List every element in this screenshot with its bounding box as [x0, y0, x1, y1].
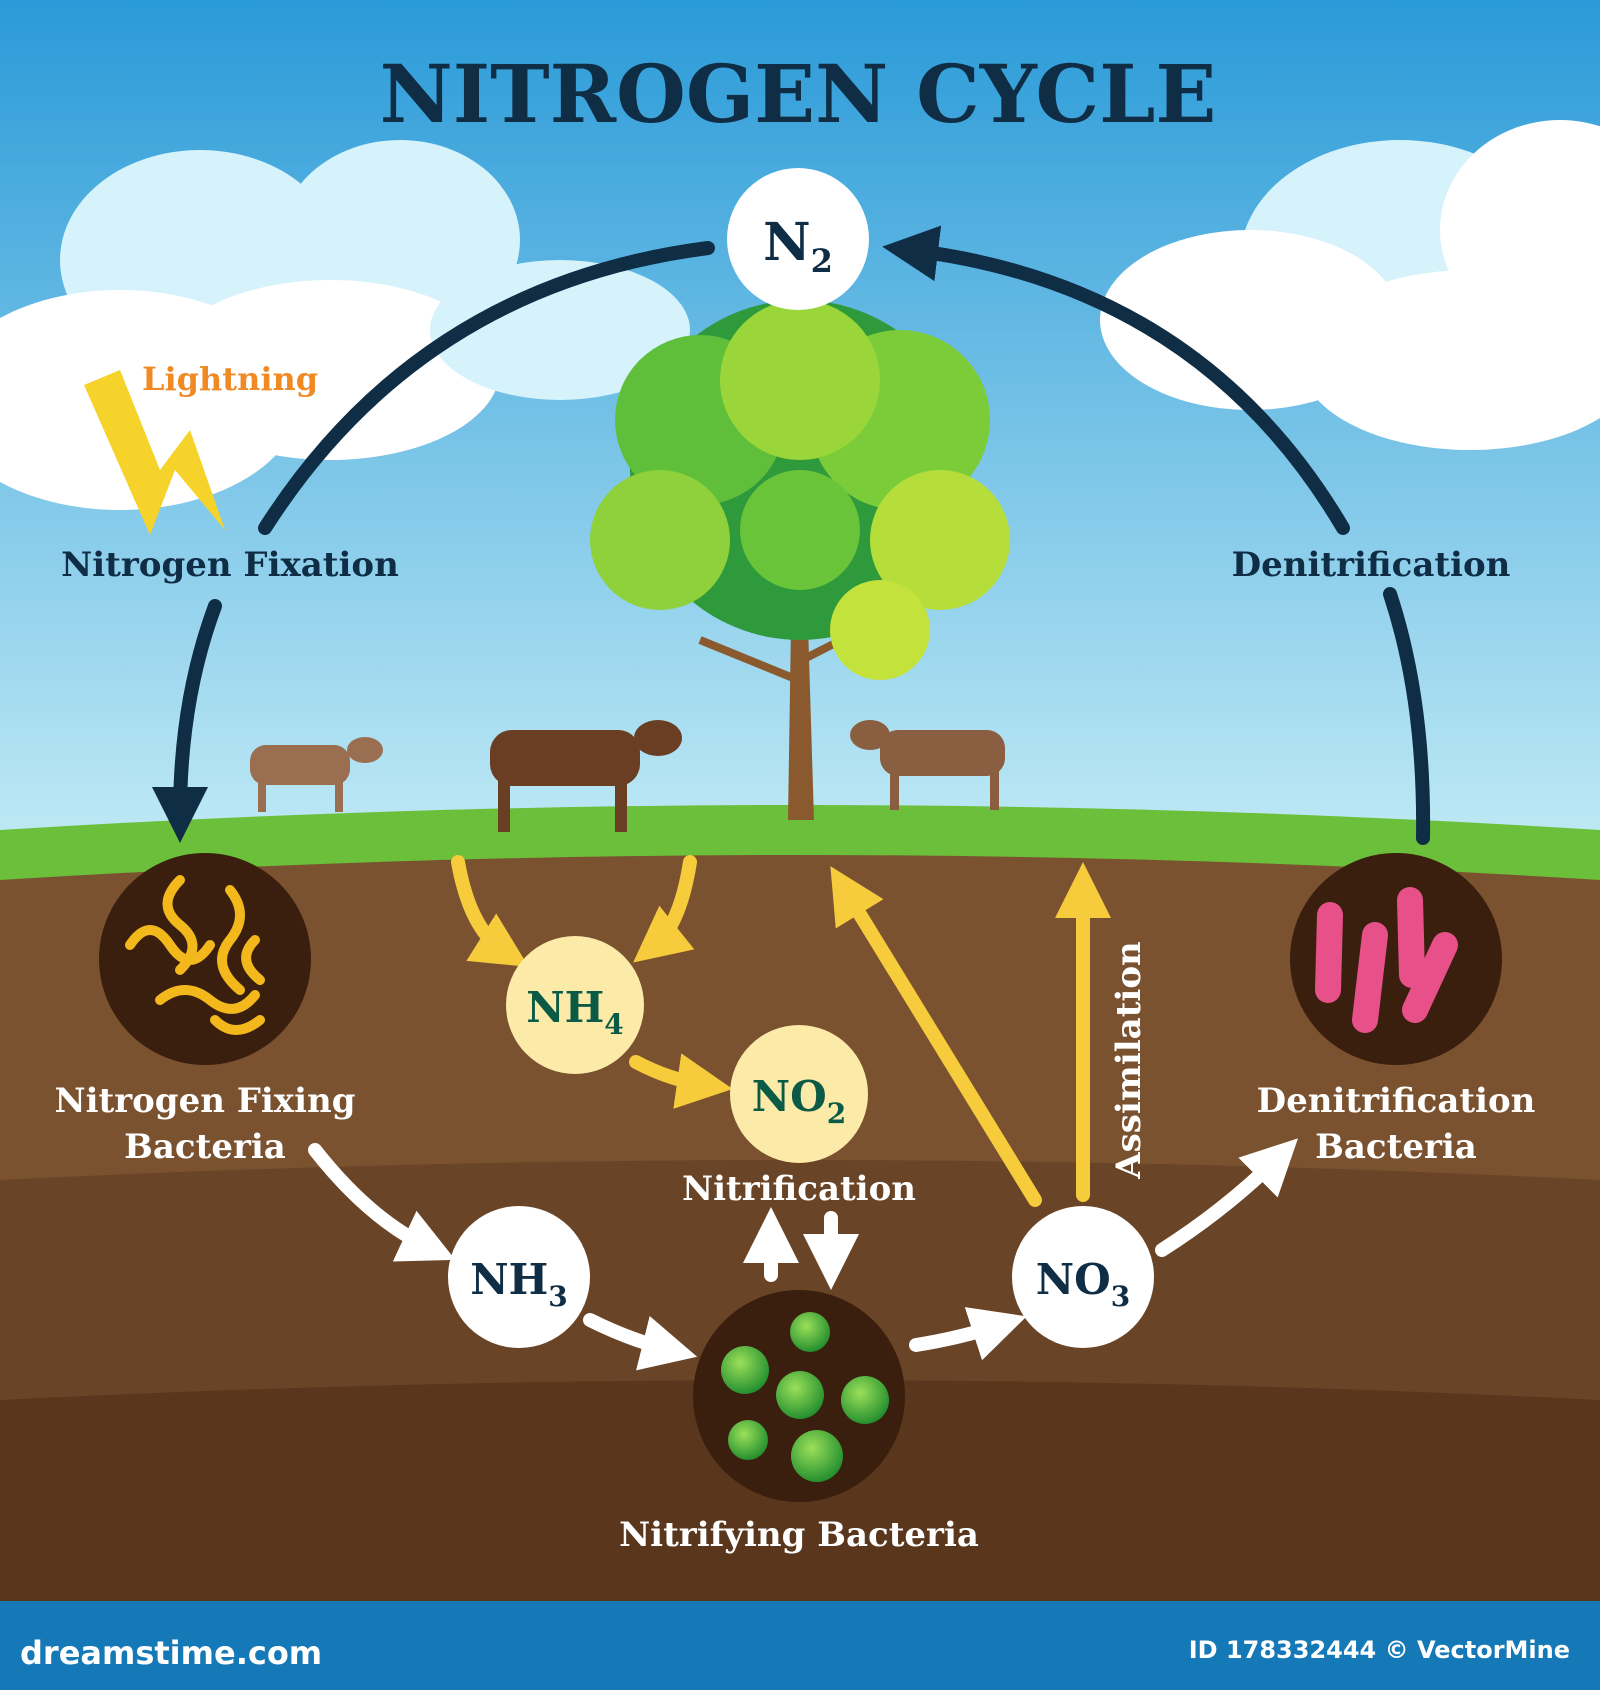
- arrow-nh3-to-nitrifying: [583, 1313, 698, 1371]
- arrow-nfb-to-nh3: [308, 1143, 456, 1262]
- denitrification-bacteria-icon: [1290, 853, 1502, 1065]
- page-title: NITROGEN CYCLE: [380, 47, 1217, 141]
- lightning-bolt-icon: [84, 370, 225, 535]
- label-lightning: Lightning: [142, 360, 318, 398]
- label-nitrogen-fixation: Nitrogen Fixation: [61, 545, 399, 585]
- footer-credit: ID 178332444 © VectorMine: [1189, 1636, 1570, 1664]
- cow-right: [850, 720, 1005, 810]
- svg-text:NH3: NH3: [470, 1255, 568, 1313]
- arrow-bacteria-to-denitrification: [1383, 587, 1431, 845]
- nitrogen-fixing-bacteria-icon: [99, 853, 311, 1065]
- node-nh4: NH4: [506, 936, 644, 1074]
- arrow-no3-to-denitrification-bacteria: [1155, 1138, 1298, 1257]
- arrow-fixation-to-n2: [258, 241, 715, 535]
- cloud-left: [0, 140, 690, 510]
- footer-site: dreamstime.com: [20, 1634, 322, 1672]
- arrow-to-nh4-left: [451, 855, 529, 967]
- footer-bar: [0, 1601, 1600, 1690]
- label-nitrification: Nitrification: [682, 1169, 916, 1209]
- label-db-line1: Denitrification: [1257, 1081, 1536, 1121]
- label-db-line2: Bacteria: [1315, 1127, 1477, 1167]
- node-nh3: NH3: [448, 1206, 590, 1348]
- svg-text:NH4: NH4: [526, 983, 624, 1041]
- node-no3: NO3: [1012, 1206, 1154, 1348]
- cow-left: [250, 737, 383, 812]
- arrow-nitrifying-to-no3: [909, 1307, 1027, 1361]
- svg-text:NO2: NO2: [752, 1072, 846, 1130]
- label-nfb-line2: Bacteria: [124, 1127, 286, 1167]
- node-n2: N2: [727, 168, 869, 310]
- nitrifying-bacteria-icon: [693, 1290, 905, 1502]
- arrow-denitrification-to-n2: [882, 225, 1350, 535]
- svg-text:NO3: NO3: [1036, 1255, 1130, 1313]
- label-nitrifying-bacteria: Nitrifying Bacteria: [619, 1515, 979, 1555]
- label-nfb-line1: Nitrogen Fixing: [55, 1081, 356, 1121]
- svg-text:N2: N2: [763, 212, 833, 280]
- white-arrows: [308, 1138, 1298, 1371]
- label-denitrification: Denitrification: [1232, 545, 1511, 585]
- arrow-no3-to-tree: [830, 866, 1042, 1207]
- node-no2: NO2: [730, 1025, 868, 1163]
- arrow-nh4-to-no2: [629, 1053, 733, 1109]
- tree-illustration: [590, 300, 1010, 820]
- arrow-fixation-to-soil: [152, 599, 222, 843]
- label-assimilation: Assimilation: [1109, 941, 1149, 1179]
- cow-middle: [490, 720, 682, 832]
- yellow-arrows: [451, 855, 1111, 1207]
- cloud-right: [1100, 120, 1600, 450]
- arrow-to-nh4-right: [633, 855, 697, 963]
